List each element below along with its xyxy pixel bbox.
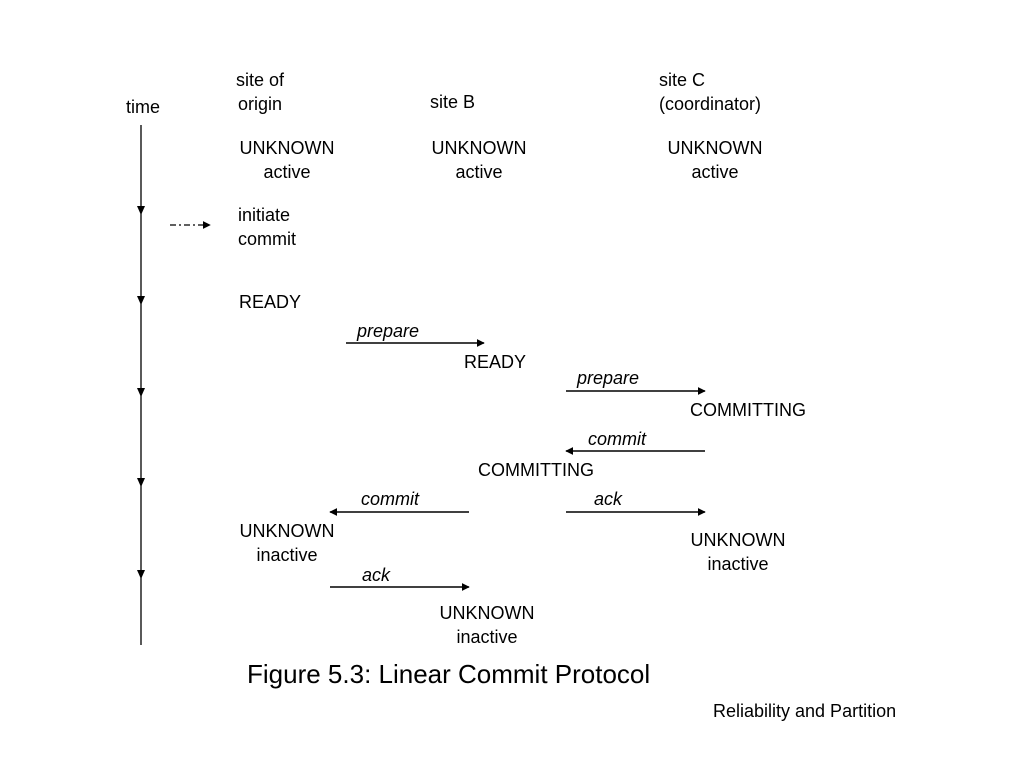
time-label: time [126, 97, 161, 117]
origin-initial-state: UNKNOWN active [227, 136, 347, 184]
state-line: active [263, 162, 311, 182]
state-line: UNKNOWN [439, 603, 535, 623]
site-c-header-line2: (coordinator) [659, 94, 762, 114]
origin-final-state: UNKNOWN inactive [227, 519, 347, 567]
figure-caption: Figure 5.3: Linear Commit Protocol [247, 659, 651, 689]
state-line: active [455, 162, 503, 182]
ack-message-label-1: ack [594, 489, 623, 509]
c-final-state: UNKNOWN inactive [678, 528, 798, 576]
prepare-message-label-2: prepare [577, 368, 640, 388]
state-line: inactive [456, 627, 518, 647]
site-c-header-line1: site C [659, 70, 706, 90]
site-b-header: site B [430, 92, 476, 112]
time-tick-arrow [137, 296, 145, 305]
state-line: inactive [256, 545, 318, 565]
state-line: UNKNOWN [239, 521, 335, 541]
b-initial-state: UNKNOWN active [419, 136, 539, 184]
commit-message-label-2: commit [361, 489, 419, 509]
time-tick-arrow [137, 478, 145, 487]
state-line: UNKNOWN [431, 138, 527, 158]
time-tick-arrow [137, 206, 145, 215]
footer-text: Reliability and Partition [713, 701, 897, 721]
site-origin-header-line2: origin [238, 94, 283, 114]
b-ready-state: READY [464, 352, 527, 372]
state-line: UNKNOWN [690, 530, 786, 550]
state-line: commit [238, 229, 296, 249]
state-line: inactive [707, 554, 769, 574]
state-line: UNKNOWN [667, 138, 763, 158]
site-c-header: site C (coordinator) [659, 68, 761, 116]
ack-message-label-2: ack [362, 565, 391, 585]
c-committing-state: COMMITTING [690, 400, 806, 420]
commit-message-label-1: commit [588, 429, 646, 449]
time-tick-arrow [137, 388, 145, 397]
b-final-state: UNKNOWN inactive [427, 601, 547, 649]
state-line: UNKNOWN [239, 138, 335, 158]
c-initial-state: UNKNOWN active [655, 136, 775, 184]
state-line: active [691, 162, 739, 182]
site-origin-header-line1: site of [236, 70, 285, 90]
state-line: initiate [238, 205, 291, 225]
origin-ready-state: READY [239, 292, 302, 312]
b-committing-state: COMMITTING [478, 460, 594, 480]
time-tick-arrow [137, 570, 145, 579]
site-origin-header: site of origin [236, 68, 284, 116]
initiate-commit-label: initiate commit [238, 203, 296, 251]
prepare-message-label-1: prepare [357, 321, 420, 341]
